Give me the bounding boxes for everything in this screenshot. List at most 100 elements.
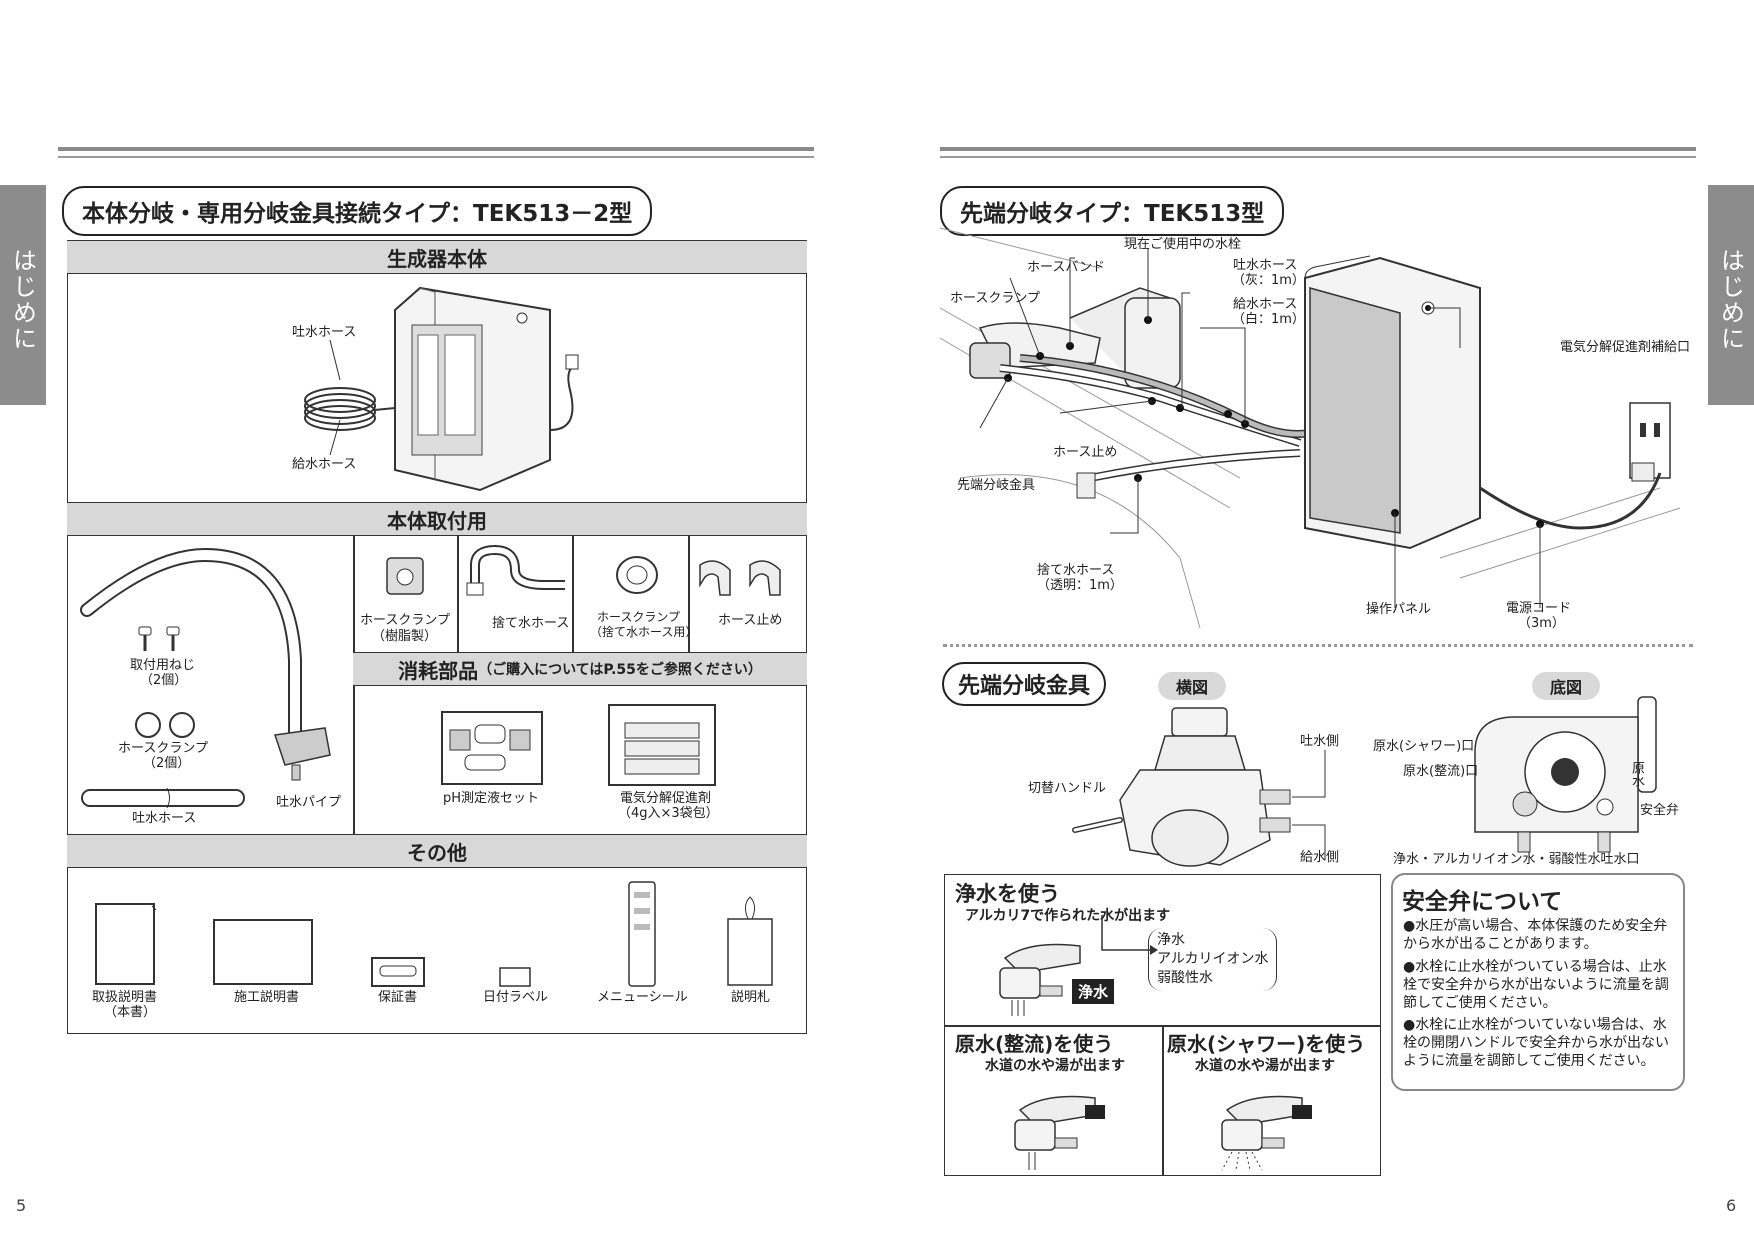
explanation-tag: [727, 896, 773, 986]
label-waste-hose-note: （透明：1m）: [1037, 578, 1123, 593]
resin-clamp-icon: [386, 557, 424, 595]
label-explanation-tag: 説明札: [731, 990, 771, 1005]
side-tab-left: はじめに: [0, 185, 46, 405]
top-rule-right-thin: [940, 156, 1696, 158]
label-waste-hose-diagram: 捨て水ホース: [1037, 563, 1115, 578]
install-manual: [213, 919, 313, 985]
section-consumables-header: 消耗部品（ご購入についてはP.55をご参照ください）: [353, 652, 807, 686]
divider-1: [457, 536, 459, 653]
label-waste-clamp-note: （捨て水ホース用）: [590, 625, 698, 639]
section-others-header: その他: [67, 834, 807, 868]
usage-pure-title: 浄水を使う: [955, 882, 1060, 906]
label-supply-hose: 給水ホース: [292, 457, 357, 472]
label-install-manual: 施工説明書: [234, 990, 300, 1005]
side-view-tag: 横図: [1158, 672, 1227, 700]
pure-output-2: アルカリイオン水: [1157, 951, 1269, 967]
label-outlet-pipe: 吐水パイプ: [276, 795, 342, 810]
label-bottom-outlet: 浄水・アルカリイオン水・弱酸性水吐水口: [1393, 852, 1640, 867]
label-raw-mark: 原水: [1629, 761, 1644, 787]
usage-shower-title: 原水(シャワー)を使う: [1167, 1032, 1366, 1056]
date-label: [499, 967, 531, 987]
label-raw-straight: 原水(整流)口: [1403, 764, 1479, 779]
warranty-card: [371, 957, 425, 987]
label-electrolysis-agent-qty: （4g入×3袋包）: [618, 806, 719, 821]
label-outlet-hose-part: 吐水ホース: [132, 811, 197, 826]
label-hose-stopper: ホース止め: [718, 613, 783, 628]
top-rule-thin: [58, 156, 814, 158]
page-number-left: 5: [16, 1196, 27, 1215]
waste-clamp-icon: [616, 556, 658, 594]
label-supply-hose-diagram: 給水ホース: [1233, 297, 1298, 312]
label-hose-clamp-diagram: ホースクランプ: [950, 291, 1040, 306]
side-tab-right: はじめに: [1708, 185, 1754, 405]
divider-2: [572, 536, 574, 653]
label-control-panel: 操作パネル: [1366, 602, 1432, 617]
label-outlet-side: 吐水側: [1300, 734, 1340, 749]
label-outlet-hose-note: （灰：1m）: [1232, 273, 1305, 288]
label-electrolysis-agent: 電気分解促進剤: [620, 791, 712, 806]
shower-faucet-illustration: [1221, 1095, 1312, 1171]
left-page-title: 本体分岐・専用分岐金具接続タイプ：TEK513－2型: [62, 186, 653, 236]
page-number-right: 6: [1726, 1196, 1737, 1215]
fitting-bottom-view: [1474, 696, 1657, 853]
manual-booklet: [95, 903, 157, 985]
label-resin-clamp: ホースクランプ: [360, 613, 450, 628]
label-hose-clamp-qty: （2個）: [143, 756, 191, 771]
label-hose-clamp: ホースクランプ: [118, 741, 208, 756]
label-raw-shower: 原水(シャワー)口: [1373, 739, 1475, 754]
label-warranty: 保証書: [378, 990, 418, 1005]
ph-set-illustration: [441, 711, 543, 785]
label-screws-qty: （2個）: [140, 673, 188, 688]
safety-valve-box: [1391, 873, 1685, 1091]
label-waste-hose: 捨て水ホース: [492, 616, 570, 631]
label-power-cord-note: （3m）: [1518, 616, 1565, 631]
label-screws: 取付用ねじ: [130, 658, 196, 673]
safety-bullet-1: ●水圧が高い場合、本体保護のため安全弁から水が出ることがあります。: [1403, 918, 1668, 952]
label-hose-band: ホースバンド: [1027, 260, 1106, 275]
section-mounting-header: 本体取付用: [67, 502, 807, 536]
divider-pipe: [353, 536, 355, 836]
pure-arrow: [1101, 915, 1158, 955]
pure-output-3: 弱酸性水: [1157, 970, 1213, 986]
label-supply-side: 給水側: [1300, 850, 1340, 865]
label-waste-clamp: ホースクランプ: [597, 610, 681, 624]
label-supply-hose-note: （白：1m）: [1232, 312, 1305, 327]
top-rule-right: [940, 147, 1696, 151]
outlet-hose-icon: [81, 787, 245, 809]
fitting-title: 先端分岐金具: [942, 662, 1107, 706]
installation-diagram: [939, 227, 1681, 629]
leader-lines-main: [329, 339, 341, 456]
main-unit-illustration: [304, 286, 579, 492]
label-hose-stop: ホース止め: [1053, 445, 1118, 460]
safety-bullet-2: ●水栓に止水栓がついている場合は、止水栓で安全弁から水が出ないように流量を調節し…: [1403, 959, 1669, 1011]
usage-shower-desc: 水道の水や湯が出ます: [1195, 1058, 1335, 1074]
pure-output-list: 浄水 アルカリイオン水 弱酸性水: [1148, 928, 1278, 991]
label-manual: 取扱説明書: [92, 990, 158, 1005]
label-faucet: 現在ご使用中の水栓: [1124, 237, 1242, 252]
section-main-unit-header: 生成器本体: [67, 240, 807, 274]
hose-clamp-icon: [135, 712, 195, 738]
usage-straight-title: 原水(整流)を使う: [955, 1032, 1114, 1056]
label-safety-valve: 安全弁: [1640, 803, 1680, 818]
screw-icon: [138, 626, 180, 651]
usage-pure-desc: アルカリ7で作られた水が出ます: [965, 908, 1171, 924]
straight-faucet-illustration: [1014, 1095, 1105, 1170]
label-resin-clamp-note: （樹脂製）: [372, 629, 438, 644]
pure-water-faucet-illustration: [999, 943, 1081, 1016]
fitting-side-view: [1072, 707, 1326, 867]
bottom-view-tag: 底図: [1532, 672, 1601, 700]
consumables-note: （ご購入についてはP.55をご参照ください）: [478, 662, 762, 678]
hose-stopper-icon: [699, 560, 781, 596]
divider-3: [688, 536, 690, 653]
safety-valve-title: 安全弁について: [1402, 889, 1563, 915]
label-date-label: 日付ラベル: [483, 990, 549, 1005]
label-ph-set: pH測定液セット: [443, 791, 540, 806]
label-switch-handle: 切替ハンドル: [1028, 781, 1107, 796]
label-power-cord: 電源コード: [1506, 601, 1572, 616]
consumables-title: 消耗部品: [398, 658, 479, 683]
label-outlet-hose: 吐水ホース: [292, 325, 357, 340]
label-menu-sticker: メニューシール: [597, 990, 688, 1005]
label-manual-note: （本書）: [104, 1005, 157, 1020]
label-tip-fitting: 先端分岐金具: [957, 478, 1036, 493]
safety-bullet-3: ●水栓に止水栓がついていない場合は、水栓の開閉ハンドルで安全弁から水が出ないよう…: [1403, 1017, 1669, 1069]
